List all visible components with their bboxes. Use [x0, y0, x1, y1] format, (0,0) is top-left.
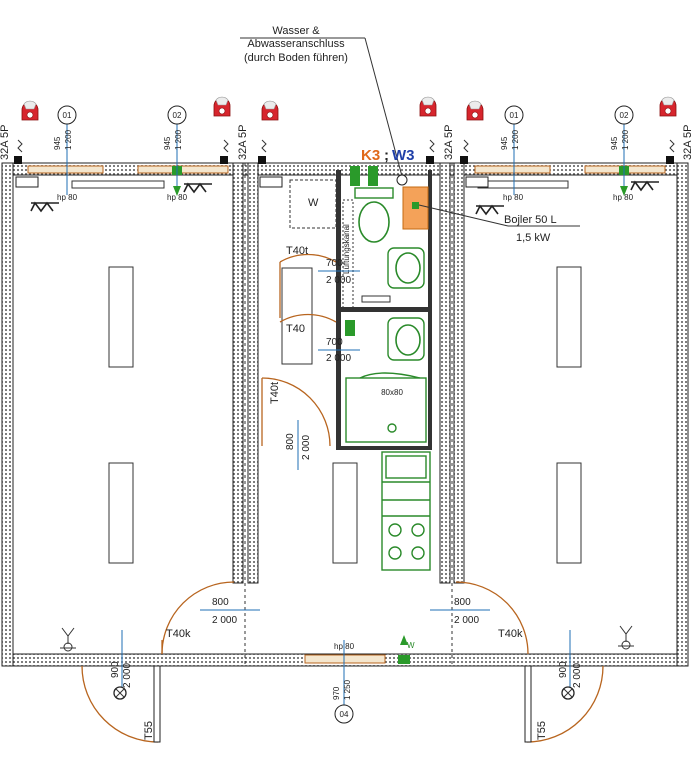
power-socket-icon [21, 100, 39, 121]
door-type: T55 [536, 721, 548, 740]
power-socket-mid-a: 32A 5P [213, 96, 249, 164]
window-dim: 1 200 [64, 129, 73, 150]
door-type: T40k [498, 628, 523, 640]
window-dim: 1 250 [343, 679, 352, 700]
shower-tray [345, 377, 427, 443]
window-sill: hp 80 [613, 193, 634, 202]
window-sill: hp 80 [57, 193, 78, 202]
window-02-left: 02 945 1 200 hp 80 [137, 105, 229, 202]
window-tag: 02 [620, 111, 629, 120]
vent-duct-label: Lüftungskanal [342, 224, 351, 274]
door-type: T40t [269, 382, 281, 404]
power-socket-right-a [460, 100, 484, 164]
power-socket-mid-b [258, 100, 279, 164]
boiler-power: 1,5 kW [516, 232, 551, 244]
door-height: 2 000 [326, 353, 351, 364]
power-label: 32A 5P [237, 125, 249, 160]
door-6: T55 900 2 000 [81, 630, 161, 743]
door-width: 700 [326, 337, 343, 348]
power-label: 32A 5P [0, 125, 11, 160]
door-1: T40t 700 2 000 [279, 245, 360, 365]
kitchen-unit [381, 451, 431, 571]
door-width: 900 [110, 661, 121, 678]
window-01-left: 01 945 1 200 hp 80 [27, 105, 165, 202]
door-width: 900 [558, 661, 569, 678]
outlet-symbol-left [60, 627, 76, 652]
power-label: 32A 5P [682, 125, 691, 160]
door-width: 800 [212, 597, 229, 608]
door-type: T40t [286, 245, 308, 257]
window-sill: hp 80 [503, 193, 524, 202]
door-4: T40k 800 2 000 [161, 581, 260, 655]
door-type: T40 [286, 323, 305, 335]
door-width: 800 [285, 433, 296, 450]
floor-markers [108, 266, 582, 564]
door-width: 700 [326, 258, 343, 269]
door-height: 2 000 [212, 615, 237, 626]
window-dim: 945 [610, 136, 619, 150]
door-width: 800 [454, 597, 471, 608]
heater-icon [630, 181, 660, 191]
w3-label: W3 [392, 147, 415, 164]
storage-label: W [308, 197, 319, 209]
k3-label: K3 [361, 147, 380, 164]
power-socket-right: 32A 5P [659, 96, 691, 164]
power-socket-icon [466, 100, 484, 121]
heater-icon [183, 183, 213, 193]
window-dim: 1 200 [621, 129, 630, 150]
window-04: W hp 80 970 1 250 04 [304, 635, 415, 724]
power-socket-icon [213, 96, 231, 117]
heater-icon [475, 205, 505, 215]
power-socket-icon [659, 96, 677, 117]
window-dim: 945 [163, 136, 172, 150]
sink-icon [395, 324, 421, 356]
power-socket-mid-c: 32A 5P [419, 96, 455, 164]
power-socket-icon [419, 96, 437, 117]
window-dim: 970 [332, 686, 341, 700]
boiler-label: Bojler 50 L [504, 214, 557, 226]
bathroom-fixtures: Bojler 50 L 1,5 kW Lüftungskanal 80x80 [342, 166, 580, 443]
power-socket-icon [261, 100, 279, 121]
door-2: T40 700 2 000 [279, 313, 360, 364]
toilet-icon [358, 201, 390, 243]
window-dim: 1 200 [174, 129, 183, 150]
partitions [336, 170, 432, 450]
window-01-right: 01 945 1 200 hp 80 [474, 105, 569, 202]
window-tag: 01 [63, 111, 72, 120]
window-dim: 945 [53, 136, 62, 150]
label-separator: ; [384, 147, 389, 164]
water-connection-note: Wasser & Abwasseranschluss (durch Boden … [240, 25, 415, 181]
water-note-line: (durch Boden führen) [244, 52, 348, 64]
window-sill: hp 80 [167, 193, 188, 202]
power-label: 32A 5P [443, 125, 455, 160]
outlet-symbol-right [618, 625, 634, 650]
door-7: T55 900 2 000 [524, 630, 604, 743]
window-02-right: 02 945 1 200 hp 80 [584, 105, 666, 202]
door-height: 2 000 [572, 663, 583, 688]
door-type: T40k [166, 628, 191, 640]
water-note-line: Wasser & [272, 25, 320, 37]
water-note-line: Abwasseranschluss [247, 38, 345, 50]
door-height: 2 000 [454, 615, 479, 626]
power-socket-left: 32A 5P [0, 100, 39, 164]
window-tag: 01 [510, 111, 519, 120]
sink-icon [395, 252, 421, 284]
door-5: T40k 800 2 000 [430, 581, 529, 655]
door-height: 2 000 [326, 275, 351, 286]
door-3: T40t 800 2 000 [261, 377, 331, 470]
window-dim: 1 200 [511, 129, 520, 150]
water-label: W [407, 641, 415, 650]
door-height: 2 000 [301, 435, 312, 460]
window-tag: 04 [340, 710, 349, 719]
window-dim: 945 [500, 136, 509, 150]
window-tag: 02 [173, 111, 182, 120]
shower-size: 80x80 [381, 388, 403, 397]
door-height: 2 000 [122, 663, 133, 688]
heater-icon [30, 202, 60, 212]
door-type: T55 [143, 721, 155, 740]
window-sill: hp 80 [334, 642, 355, 651]
